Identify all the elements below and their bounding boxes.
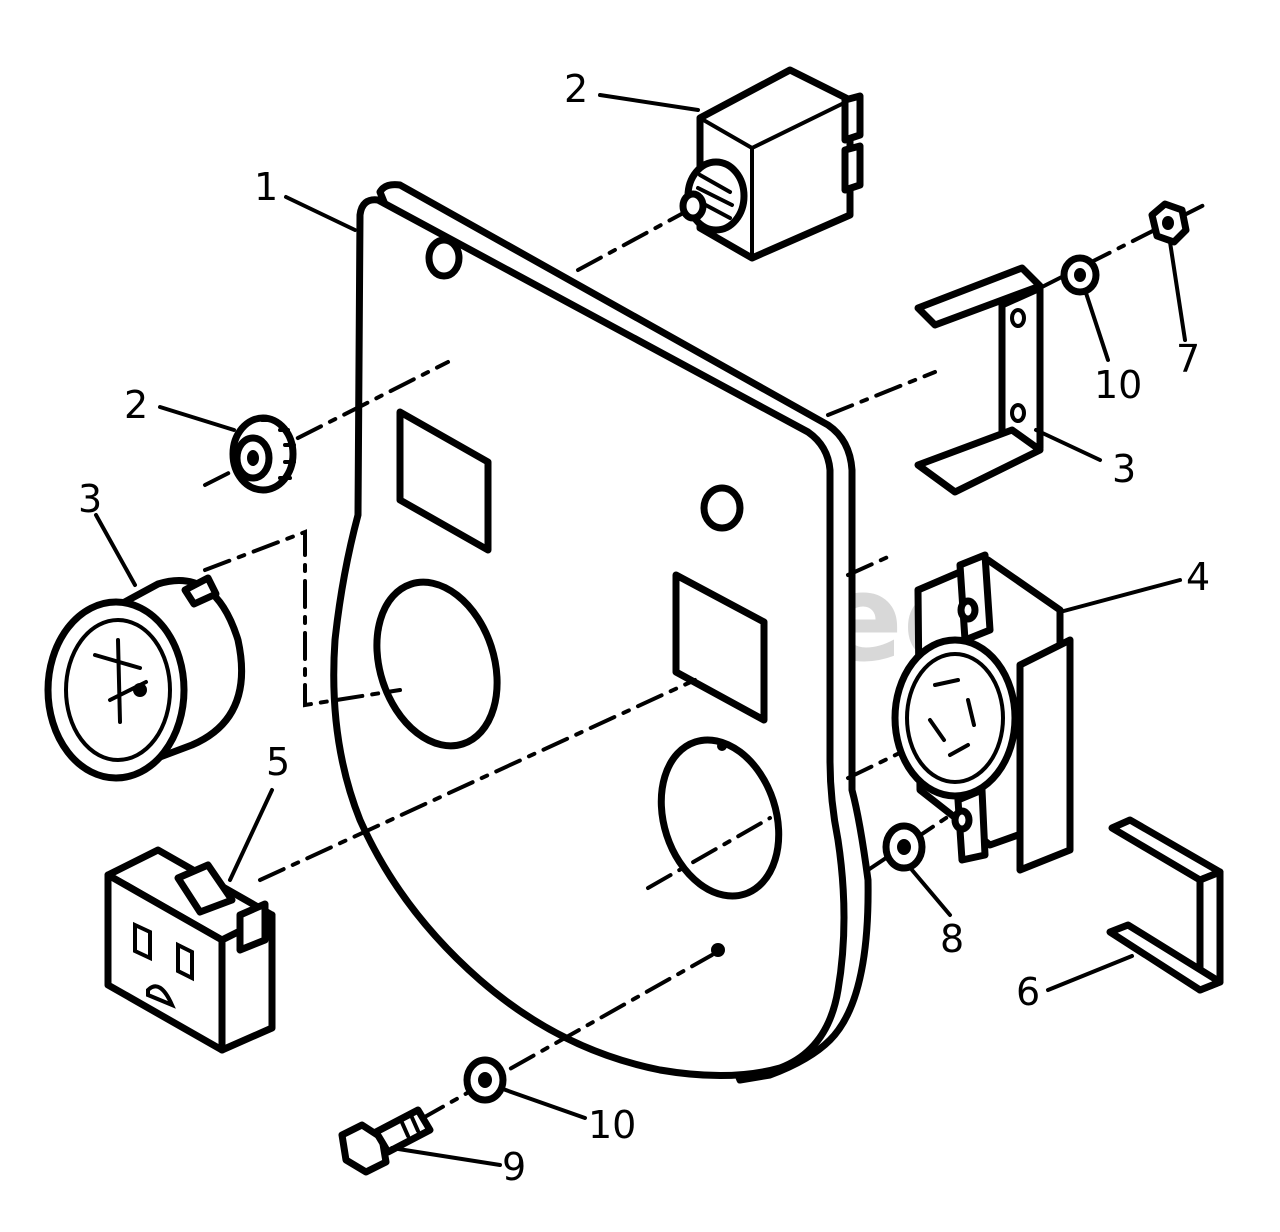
washer-top — [1060, 254, 1100, 296]
leader-3-meter — [94, 513, 137, 587]
callout-2-nut: 2 — [124, 383, 148, 427]
callout-7: 7 — [1176, 337, 1200, 381]
receptacle-hole — [657, 736, 783, 900]
leader-10-top — [1083, 288, 1110, 362]
receptacle-axis-upper — [846, 554, 892, 577]
hex-nut — [1148, 200, 1190, 246]
leader-1 — [284, 195, 357, 232]
callout-2-breaker: 2 — [564, 67, 588, 111]
hex-bolt — [338, 1106, 434, 1176]
callout-1-panel: 1 — [254, 165, 278, 209]
leader-6 — [1046, 954, 1134, 992]
nut-axis — [203, 360, 450, 487]
leader-3-bracket — [1034, 428, 1102, 462]
leader-10-bottom — [498, 1086, 587, 1120]
breaker-axis — [576, 203, 700, 272]
circuit-breaker — [679, 66, 864, 262]
panel-hole-axis — [646, 816, 772, 890]
square-cutout-lower — [672, 571, 768, 724]
callout-10-top: 10 — [1094, 363, 1142, 407]
mounting-bracket — [914, 264, 1044, 496]
small-hole-upper — [700, 484, 744, 532]
leader-2-nut — [158, 405, 236, 432]
callout-3-bracket: 3 — [1112, 447, 1136, 491]
meter-hole — [373, 578, 501, 750]
leader-9 — [390, 1146, 502, 1167]
washer-8 — [882, 822, 926, 872]
bolt-axis — [373, 953, 714, 1147]
leader-5 — [228, 788, 274, 882]
callout-10-bottom: 10 — [588, 1103, 636, 1147]
breaker-hole — [425, 236, 463, 280]
callout-3-meter: 3 — [78, 477, 102, 521]
bracket-axis — [826, 370, 937, 417]
callout-5: 5 — [266, 740, 290, 784]
leader-4 — [1058, 578, 1182, 614]
callout-8: 8 — [940, 917, 964, 961]
callout-4: 4 — [1186, 555, 1210, 599]
screw-hole-lower — [711, 943, 725, 957]
callout-6: 6 — [1016, 970, 1040, 1014]
leader-2-breaker — [598, 93, 700, 112]
hour-meter — [44, 574, 245, 782]
washer-bottom — [463, 1056, 507, 1104]
retaining-bracket — [1106, 816, 1224, 994]
screw-hole-upper — [717, 741, 727, 751]
twist-lock-receptacle — [891, 551, 1074, 874]
square-cutout-upper — [396, 408, 492, 554]
outlet-axis — [258, 678, 697, 882]
duplex-outlet — [104, 846, 276, 1054]
meter-axis — [203, 529, 402, 708]
callout-9: 9 — [502, 1145, 526, 1189]
leader-7 — [1168, 240, 1187, 342]
leader-8 — [910, 868, 952, 917]
breaker-nut — [229, 414, 297, 494]
